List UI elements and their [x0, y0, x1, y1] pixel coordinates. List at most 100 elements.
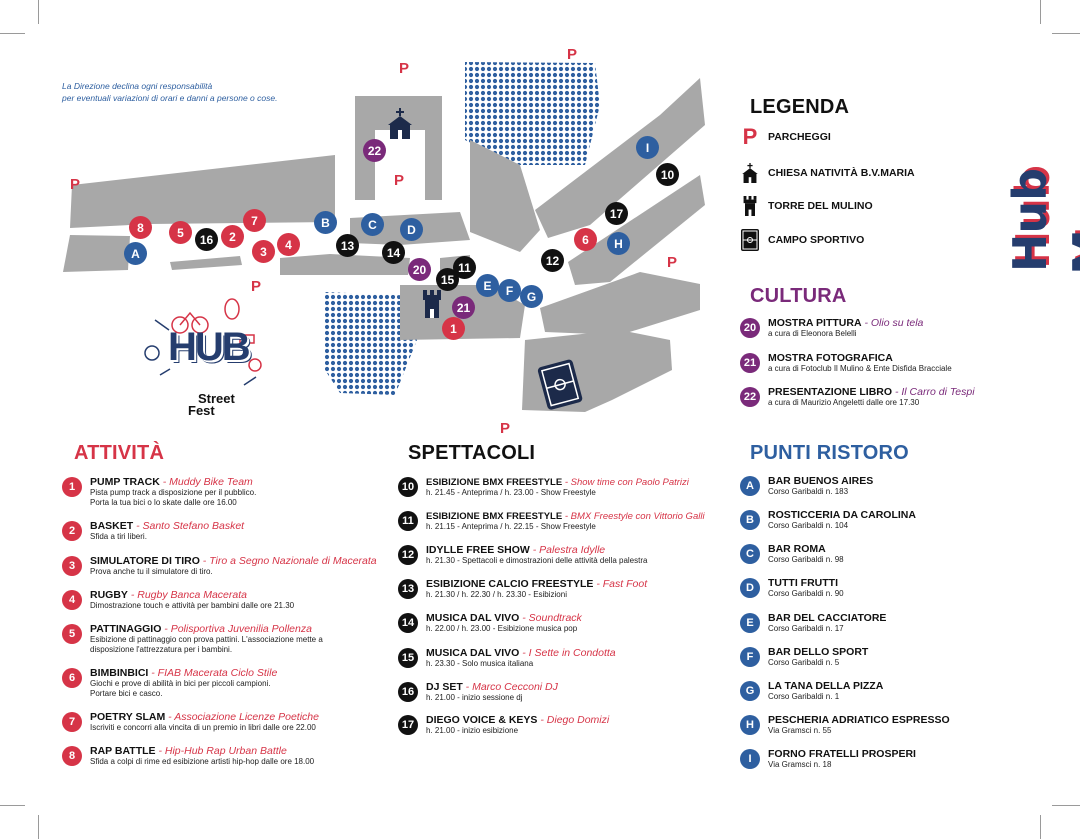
ristoro-letter: F — [740, 647, 760, 667]
attivita-org: - FIAB Macerata Ciclo Stile — [148, 667, 278, 679]
spettacoli-title: SPETTACOLI — [408, 442, 536, 464]
map-marker-2[interactable]: 2 — [221, 225, 244, 248]
legend-label: PARCHEGGI — [768, 131, 831, 143]
park-area — [325, 292, 418, 395]
sports-field-icon — [537, 359, 583, 410]
attivita-org: - Polisportiva Juvenilia Pollenza — [161, 623, 312, 635]
map-marker-13[interactable]: 13 — [336, 234, 359, 257]
map-marker-15[interactable]: 15 — [436, 268, 459, 291]
spettacoli-org: - Fast Foot — [593, 578, 648, 590]
spettacoli-item: 14 MUSICA DAL VIVO - Soundtrack h. 22.00… — [398, 613, 582, 634]
cultura-item: 22 PRESENTAZIONE LIBRO - Il Carro di Tes… — [740, 387, 975, 408]
parking-marker: P — [399, 60, 410, 77]
attivita-org: - Tiro a Segno Nazionale di Macerata — [199, 555, 377, 567]
park-area — [465, 62, 600, 165]
spettacoli-number: 17 — [398, 715, 418, 735]
attivita-item: 6 BIMBINBICI - FIAB Macerata Ciclo Stile… — [62, 668, 277, 699]
map-marker-F[interactable]: F — [498, 279, 521, 302]
map-marker-11[interactable]: 11 — [453, 256, 476, 279]
spettacoli-number: 13 — [398, 579, 418, 599]
spettacoli-name: DIEGO VOICE & KEYS — [426, 714, 538, 726]
crop-mark — [1040, 0, 1041, 24]
map-marker-6[interactable]: 6 — [574, 228, 597, 251]
attivita-desc: Prova anche tu il simulatore di tiro. — [90, 567, 213, 576]
map-marker-16[interactable]: 16 — [195, 228, 218, 251]
attivita-name: BIMBINBICI — [90, 667, 149, 679]
ristoro-letter: E — [740, 613, 760, 633]
attivita-org: - Santo Stefano Basket — [133, 520, 245, 532]
map-marker-7[interactable]: 7 — [243, 209, 266, 232]
attivita-name: PUMP TRACK — [90, 476, 160, 488]
spettacoli-name: MUSICA DAL VIVO — [426, 612, 520, 624]
ristoro-letter: I — [740, 749, 760, 769]
cultura-number: 20 — [740, 318, 760, 338]
parking-marker: P — [667, 254, 678, 271]
ristoro-letter: H — [740, 715, 760, 735]
ristoro-letter: B — [740, 510, 760, 530]
ristoro-name: BAR DEL CACCIATORE — [768, 612, 887, 624]
legend-label: CHIESA NATIVITÀ B.V.MARIA — [768, 167, 915, 179]
parking-marker: P — [70, 176, 81, 193]
attivita-item: 3 SIMULATORE DI TIRO - Tiro a Segno Nazi… — [62, 556, 377, 577]
ristoro-address: Corso Garibaldi n. 1 — [768, 692, 840, 701]
attivita-name: PATTINAGGIO — [90, 623, 162, 635]
ristoro-address: Via Gramsci n. 18 — [768, 760, 832, 769]
cultura-name: MOSTRA FOTOGRAFICA — [768, 352, 893, 364]
map-marker-I[interactable]: I — [636, 136, 659, 159]
map-marker-4[interactable]: 4 — [277, 233, 300, 256]
attivita-number: 2 — [62, 521, 82, 541]
attivita-desc: Pista pump track a disposizione per il p… — [90, 488, 257, 497]
map-marker-A[interactable]: A — [124, 242, 147, 265]
cultura-name: MOSTRA PITTURA — [768, 317, 862, 329]
sport-doodles — [144, 298, 262, 386]
page-title: Hub Map — [1003, 165, 1080, 275]
map-marker-21[interactable]: 21 — [452, 296, 475, 319]
ristoro-name: TUTTI FRUTTI — [768, 577, 838, 589]
map-marker-10[interactable]: 10 — [656, 163, 679, 186]
ristoro-letter: C — [740, 544, 760, 564]
map-marker-20[interactable]: 20 — [408, 258, 431, 281]
map-marker-5[interactable]: 5 — [169, 221, 192, 244]
spettacoli-number: 15 — [398, 648, 418, 668]
block — [535, 78, 705, 238]
logo-street: Street — [198, 391, 235, 406]
attivita-item: 5 PATTINAGGIO - Polisportiva Juvenilia P… — [62, 624, 323, 655]
map-marker-E[interactable]: E — [476, 274, 499, 297]
map-marker-8[interactable]: 8 — [129, 216, 152, 239]
map-marker-C[interactable]: C — [361, 213, 384, 236]
map-marker-22[interactable]: 22 — [363, 139, 386, 162]
legend-item-tower: TORRE DEL MULINO — [740, 196, 873, 216]
attivita-number: 1 — [62, 477, 82, 497]
spettacoli-desc: h. 21.00 - inizio sessione dj — [426, 693, 523, 702]
spettacoli-item: 11 ESIBIZIONE BMX FREESTYLE - BMX Freest… — [398, 511, 705, 532]
map-marker-G[interactable]: G — [520, 285, 543, 308]
attivita-org: - Rugby Banca Macerata — [127, 589, 247, 601]
ristoro-address: Corso Garibaldi n. 90 — [768, 589, 844, 598]
attivita-name: SIMULATORE DI TIRO — [90, 555, 200, 567]
ristoro-letter: G — [740, 681, 760, 701]
attivita-name: POETRY SLAM — [90, 711, 166, 723]
spettacoli-number: 12 — [398, 545, 418, 565]
ristoro-name: BAR DELLO SPORT — [768, 646, 869, 658]
map-marker-D[interactable]: D — [400, 218, 423, 241]
cultura-title: CULTURA — [750, 285, 847, 307]
legend-label: TORRE DEL MULINO — [768, 200, 873, 212]
map-marker-12[interactable]: 12 — [541, 249, 564, 272]
map-marker-14[interactable]: 14 — [382, 241, 405, 264]
attivita-item: 4 RUGBY - Rugby Banca Macerata Dimostraz… — [62, 590, 294, 611]
map-marker-3[interactable]: 3 — [252, 240, 275, 263]
cultura-desc: a cura di Maurizio Angeletti dalle ore 1… — [768, 398, 920, 407]
map-marker-1[interactable]: 1 — [442, 317, 465, 340]
map-marker-B[interactable]: B — [314, 211, 337, 234]
cultura-org: - Il Carro di Tespi — [892, 386, 975, 398]
spettacoli-item: 15 MUSICA DAL VIVO - I Sette in Condotta… — [398, 648, 616, 669]
spettacoli-org: - Marco Cecconi DJ — [462, 681, 558, 693]
attivita-org: - Associazione Licenze Poetiche — [165, 711, 319, 723]
map-marker-H[interactable]: H — [607, 232, 630, 255]
map-marker-17[interactable]: 17 — [605, 202, 628, 225]
ristoro-name: FORNO FRATELLI PROSPERI — [768, 748, 916, 760]
spettacoli-item: 13 ESIBIZIONE CALCIO FREESTYLE - Fast Fo… — [398, 579, 647, 600]
